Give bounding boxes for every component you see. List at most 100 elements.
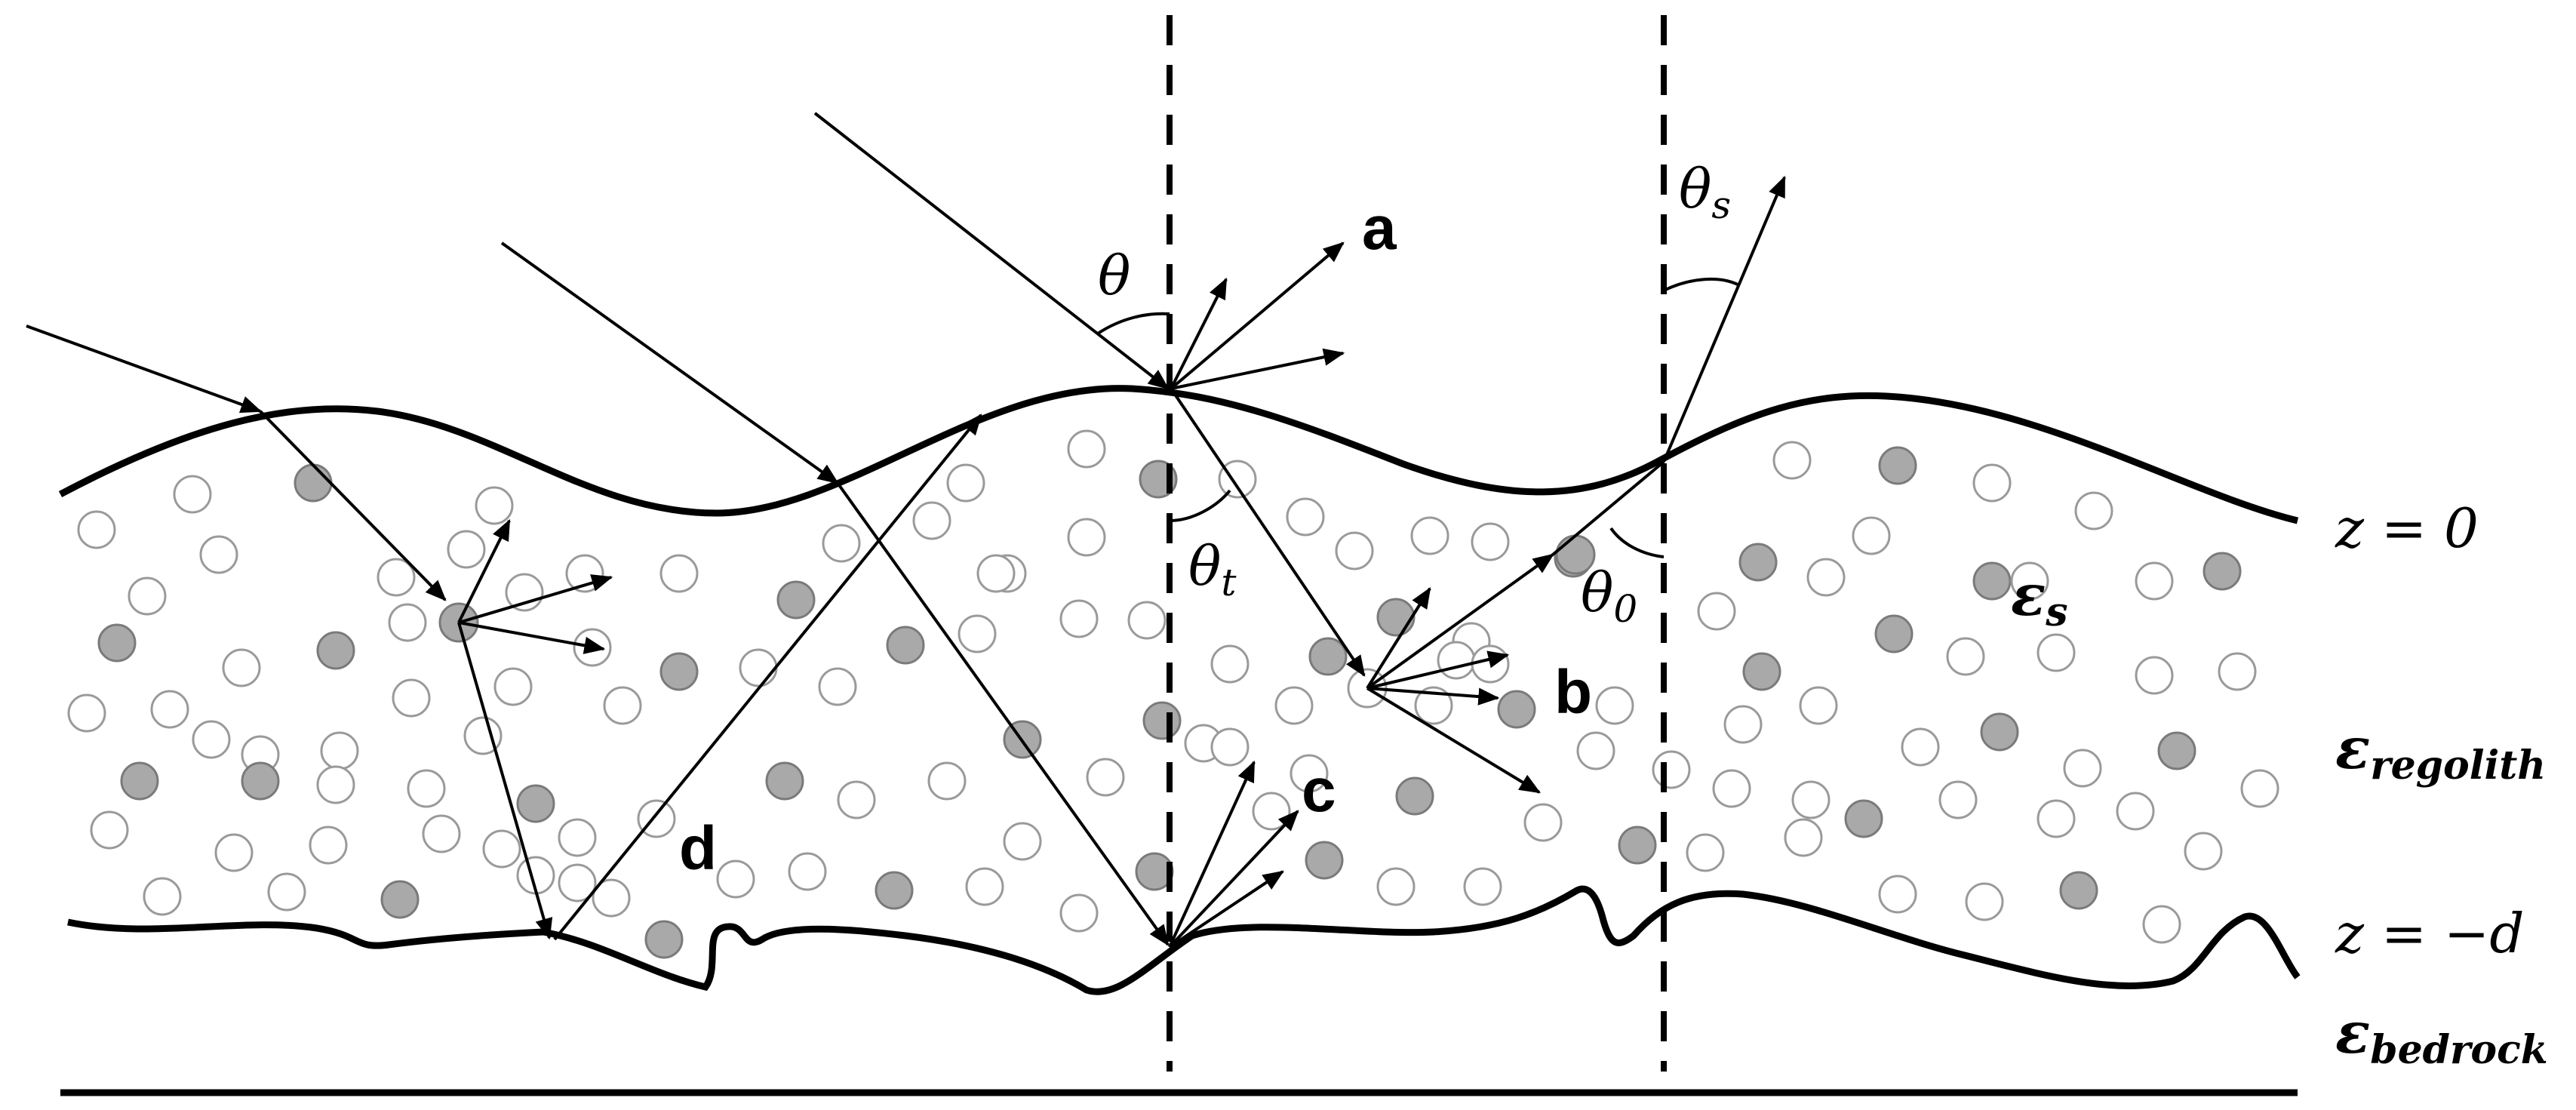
particle-empty (1471, 522, 1510, 561)
particle-filled (316, 631, 355, 670)
particle-filled (886, 626, 925, 665)
particle-filled (120, 761, 159, 801)
particle-filled (1618, 826, 1657, 865)
ray-b-to-surface (1366, 553, 1554, 690)
particle-empty (1806, 558, 1846, 597)
particle-filled (1142, 701, 1182, 740)
ray-b-up (1366, 587, 1431, 690)
particle-empty (1059, 599, 1099, 638)
ray-group (26, 112, 1786, 949)
particle-empty (2074, 491, 2113, 530)
particle-empty (463, 716, 503, 755)
particle-empty (558, 863, 597, 902)
particle-empty (1697, 592, 1736, 631)
label-theta-t: θt (1188, 534, 1237, 604)
particle-empty (1218, 460, 1257, 499)
particle-empty (407, 769, 446, 808)
particle-empty (1286, 497, 1325, 537)
particle-empty (2184, 832, 2223, 871)
scattered-ray-1b (458, 574, 613, 624)
particle-empty (1086, 758, 1125, 797)
particle-empty (788, 852, 827, 891)
particle-empty (1463, 867, 1502, 906)
ray-a-2 (1170, 241, 1345, 390)
particle-empty (199, 535, 238, 574)
particle-empty (1784, 818, 1823, 857)
angle-arc-theta-0 (1609, 527, 1665, 558)
label-theta-0: θ0 (1581, 561, 1637, 631)
incident-ray-1 (26, 324, 263, 414)
label-epsilon-bedrock: εbedrock (2335, 999, 2548, 1073)
particle-empty (912, 501, 951, 540)
particle-empty (946, 463, 985, 503)
label-a: a (1362, 194, 1397, 263)
particle-empty (1712, 769, 1751, 808)
particle-filled (1874, 614, 1914, 653)
particle-empty (2240, 769, 2279, 808)
particle-empty (2010, 561, 2049, 601)
particle-empty (447, 530, 486, 569)
particle-empty (837, 780, 876, 819)
incident-ray-2 (500, 241, 839, 484)
scattered-ray-1a (457, 518, 511, 623)
particle-empty (1067, 518, 1106, 557)
particle-filled (1395, 776, 1434, 816)
particle-empty (392, 678, 431, 718)
particle-filled (1376, 598, 1416, 637)
particle-filled (659, 652, 699, 691)
particle-empty (222, 648, 261, 687)
particle-empty (2116, 792, 2155, 831)
top-surface-curve (58, 385, 2299, 524)
particle-empty (1852, 516, 1891, 555)
particle-empty (1723, 705, 1763, 744)
bottom-rough-surface (67, 885, 2301, 995)
label-theta-s: θs (1679, 157, 1731, 227)
particle-filled (765, 761, 804, 801)
ray-b-continue (1551, 460, 1665, 556)
emergent-ray-s (1662, 175, 1786, 463)
particle-empty (976, 554, 1016, 593)
particle-empty (822, 524, 861, 563)
particle-filled (644, 920, 684, 959)
particle-empty (927, 761, 967, 801)
particle-empty (1523, 803, 1563, 842)
particle-filled (875, 871, 914, 910)
particle-empty (214, 833, 254, 872)
particle-empty (1274, 686, 1314, 725)
particle-empty (958, 614, 997, 653)
particle-empty (2135, 656, 2174, 695)
transmitted-ray-1 (259, 410, 447, 601)
particle-empty (2142, 905, 2181, 944)
scattered-ray-down (457, 622, 553, 940)
particle-filled (1497, 690, 1536, 729)
ray-b-3 (1366, 687, 1500, 706)
incident-ray-main (813, 112, 1170, 390)
particle-empty (637, 799, 676, 838)
particle-empty (592, 878, 631, 918)
particle-empty (659, 554, 699, 593)
particle-empty (316, 765, 355, 804)
particle-empty (1059, 893, 1099, 933)
particle-filled (2059, 871, 2098, 910)
particle-filled (97, 623, 137, 663)
particle-empty (388, 603, 427, 642)
particle-filled (516, 784, 555, 823)
label-theta: θ (1098, 244, 1130, 307)
particle-empty (1938, 780, 1978, 819)
particle-empty (1972, 463, 2012, 503)
angle-arc-theta (1096, 312, 1170, 335)
particle-empty (603, 686, 642, 725)
scattered-ray-1c (458, 621, 606, 654)
ray-c-3 (1168, 870, 1284, 949)
particle-empty (173, 475, 212, 514)
transmitted-ray-main (1170, 387, 1366, 677)
particle-empty (1799, 686, 1838, 725)
ray-d-up (553, 414, 982, 941)
label-epsilon-regolith: εregolith (2335, 715, 2546, 789)
particle-empty (1127, 601, 1167, 640)
particle-empty (818, 667, 857, 706)
particle-filled (1972, 561, 2012, 601)
particle-empty (558, 818, 597, 857)
particle-empty (1437, 641, 1476, 680)
